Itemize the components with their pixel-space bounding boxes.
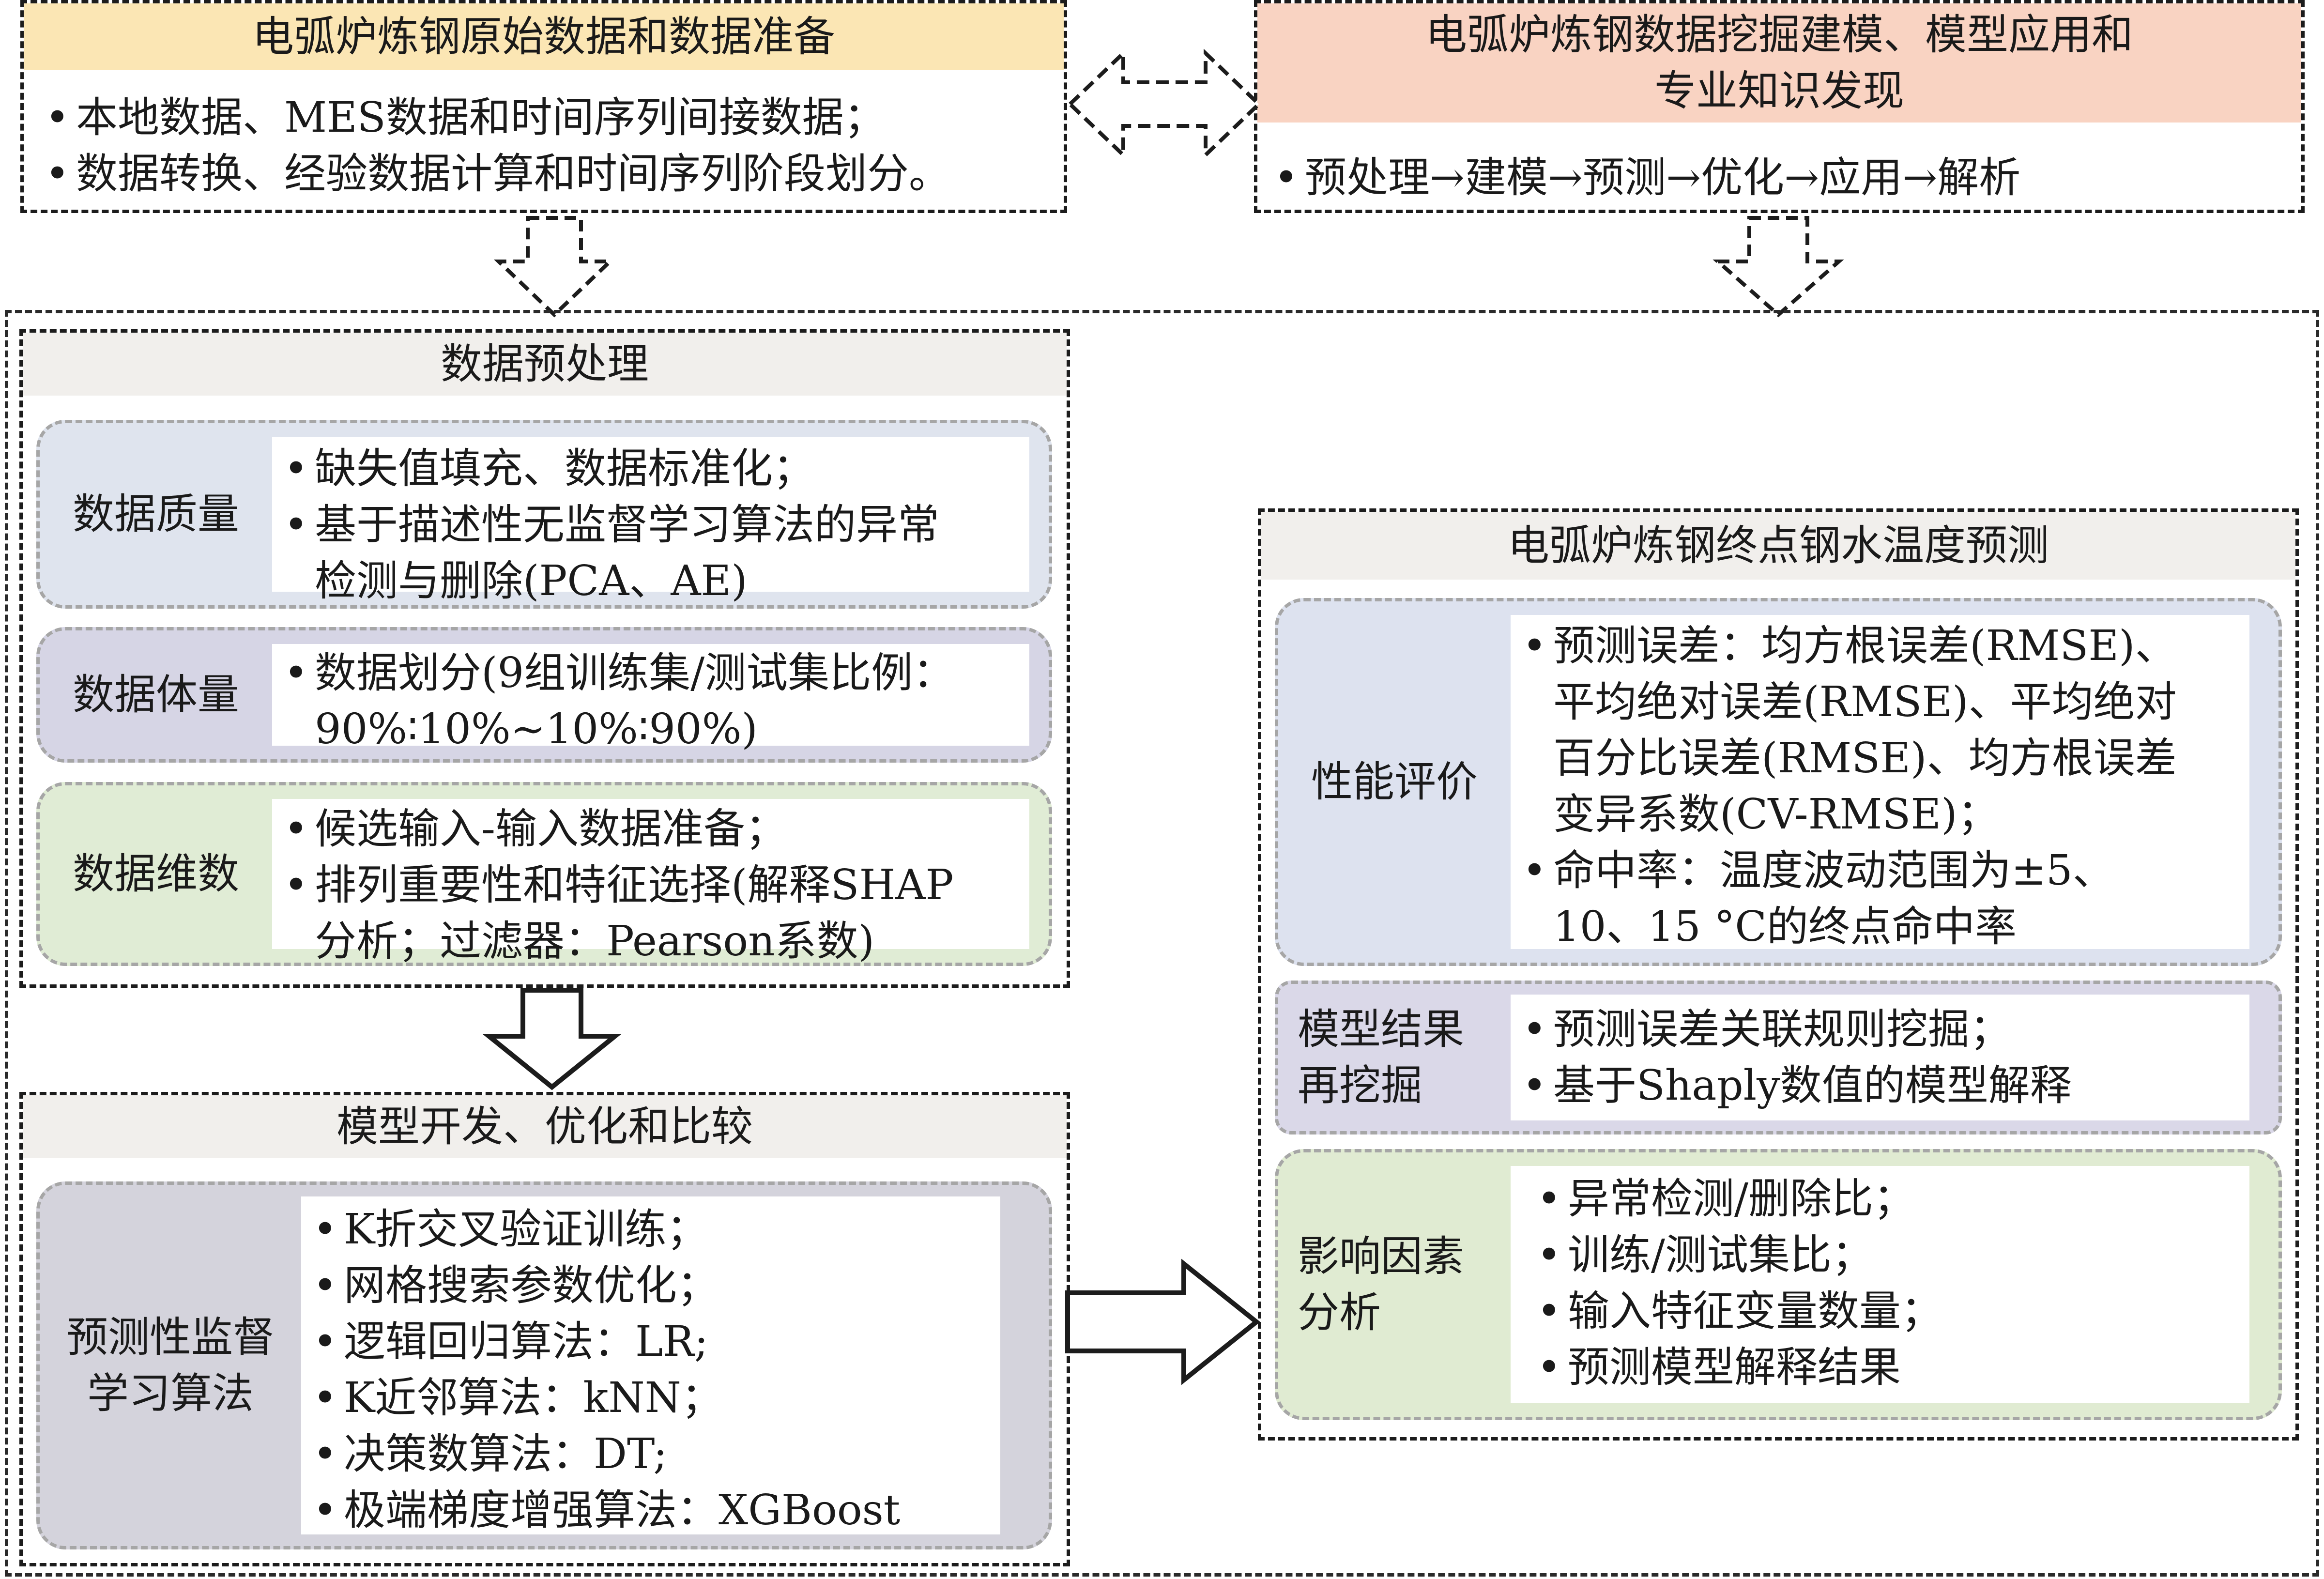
list-item: 排列重要性和特征选择(解释SHAP 分析；过滤器：Pearson系数) bbox=[272, 857, 1029, 963]
data-volume-content: 数据划分(9组训练集/测试集比例： 90%∶10%~10%∶90%) bbox=[272, 644, 1029, 753]
algorithm-content: K折交叉验证训练； 网格搜索参数优化； 逻辑回归算法：LR; K近邻算法：kNN… bbox=[301, 1196, 1000, 1538]
list-item: 网格搜索参数优化； bbox=[301, 1257, 1000, 1314]
factors-label: 影响因素 分析 bbox=[1298, 1232, 1464, 1337]
data-dimension-content: 候选输入-输入数据准备； 排列重要性和特征选择(解释SHAP 分析；过滤器：Pe… bbox=[272, 799, 1029, 963]
prediction-title: 电弧炉炼钢终点钢水温度预测 bbox=[1508, 521, 2049, 570]
raw-data-title: 电弧炉炼钢原始数据和数据准备 bbox=[252, 13, 835, 61]
preprocessing-title-band: 数据预处理 bbox=[23, 333, 1067, 396]
raw-data-title-band: 电弧炉炼钢原始数据和数据准备 bbox=[24, 3, 1064, 70]
performance-label: 性能评价 bbox=[1311, 758, 1478, 806]
model-dev-title: 模型开发、优化和比较 bbox=[336, 1103, 753, 1151]
model-dev-title-band: 模型开发、优化和比较 bbox=[23, 1095, 1067, 1158]
performance-content: 预测误差：均方根误差(RMSE)、 平均绝对误差(RMSE)、平均绝对 百分比误… bbox=[1511, 615, 2249, 951]
list-item: 数据划分(9组训练集/测试集比例： 90%∶10%~10%∶90%) bbox=[272, 645, 1029, 757]
model-dev-panel: 模型开发、优化和比较 预测性监督 学习算法 K折交叉验证训练； 网格搜索参数优化… bbox=[19, 1092, 1070, 1566]
mining-title-band: 电弧炉炼钢数据挖掘建模、模型应用和 专业知识发现 bbox=[1257, 3, 2301, 123]
mining-title-line2: 专业知识发现 bbox=[1654, 67, 1904, 115]
double-arrow-icon bbox=[1067, 48, 1262, 160]
list-item: 候选输入-输入数据准备； bbox=[272, 801, 1029, 857]
list-item: 本地数据、MES数据和时间序列间接数据； bbox=[33, 90, 950, 146]
list-item: 预测模型解释结果 bbox=[1525, 1339, 2249, 1395]
factors-content: 异常检测/删除比； 训练/测试集比； 输入特征变量数量； 预测模型解释结果 bbox=[1511, 1166, 2249, 1403]
list-item: 输入特征变量数量； bbox=[1525, 1283, 2249, 1339]
data-quality-label: 数据质量 bbox=[73, 490, 239, 538]
workflow-frame bbox=[5, 310, 2319, 1577]
raw-data-list: 本地数据、MES数据和时间序列间接数据； 数据转换、经验数据计算和时间序列阶段划… bbox=[33, 90, 950, 202]
data-quality-card: 数据质量 缺失值填充、数据标准化； 基于描述性无监督学习算法的异常 检测与删除(… bbox=[36, 420, 1052, 609]
list-item: 决策数算法：DT; bbox=[301, 1426, 1000, 1482]
list-item: 缺失值填充、数据标准化； bbox=[272, 441, 1029, 497]
remining-label: 模型结果 再挖掘 bbox=[1298, 1005, 1464, 1110]
list-item: 预处理→建模→预测→优化→应用→解析 bbox=[1262, 150, 2020, 206]
data-dimension-card: 数据维数 候选输入-输入数据准备； 排列重要性和特征选择(解释SHAP 分析；过… bbox=[36, 782, 1052, 966]
list-item: 命中率：温度波动范围为±5、 10、15 °C的终点命中率 bbox=[1511, 843, 2249, 955]
list-item: K近邻算法：kNN； bbox=[301, 1370, 1000, 1426]
list-item: 基于描述性无监督学习算法的异常 检测与删除(PCA、AE) bbox=[272, 497, 1029, 605]
remining-card: 模型结果 再挖掘 预测误差关联规则挖掘； 基于Shaply数值的模型解释 bbox=[1275, 981, 2282, 1134]
list-item: 极端梯度增强算法：XGBoost bbox=[301, 1482, 1000, 1538]
remining-content: 预测误差关联规则挖掘； 基于Shaply数值的模型解释 bbox=[1511, 995, 2249, 1120]
mining-box: 电弧炉炼钢数据挖掘建模、模型应用和 专业知识发现 预处理→建模→预测→优化→应用… bbox=[1254, 0, 2305, 213]
data-dimension-label: 数据维数 bbox=[73, 850, 239, 898]
prediction-panel: 电弧炉炼钢终点钢水温度预测 性能评价 预测误差：均方根误差(RMSE)、 平均绝… bbox=[1258, 508, 2299, 1441]
factors-card: 影响因素 分析 异常检测/删除比； 训练/测试集比； 输入特征变量数量； 预测模… bbox=[1275, 1149, 2282, 1420]
mining-list: 预处理→建模→预测→优化→应用→解析 bbox=[1262, 150, 2020, 206]
down-arrow-icon bbox=[482, 988, 622, 1090]
algorithm-label: 预测性监督 学习算法 bbox=[66, 1313, 275, 1418]
list-item: 训练/测试集比； bbox=[1525, 1227, 2249, 1283]
list-item: 预测误差：均方根误差(RMSE)、 平均绝对误差(RMSE)、平均绝对 百分比误… bbox=[1511, 618, 2249, 843]
list-item: 逻辑回归算法：LR; bbox=[301, 1314, 1000, 1370]
data-quality-content: 缺失值填充、数据标准化； 基于描述性无监督学习算法的异常 检测与删除(PCA、A… bbox=[272, 437, 1029, 605]
data-volume-card: 数据体量 数据划分(9组训练集/测试集比例： 90%∶10%~10%∶90%) bbox=[36, 627, 1052, 763]
preprocessing-title: 数据预处理 bbox=[441, 340, 649, 388]
list-item: 异常检测/删除比； bbox=[1525, 1171, 2249, 1227]
list-item: 基于Shaply数值的模型解释 bbox=[1511, 1058, 2249, 1114]
performance-card: 性能评价 预测误差：均方根误差(RMSE)、 平均绝对误差(RMSE)、平均绝对… bbox=[1275, 598, 2282, 966]
data-volume-label: 数据体量 bbox=[73, 671, 239, 719]
mining-title-line1: 电弧炉炼钢数据挖掘建模、模型应用和 bbox=[1425, 11, 2133, 59]
down-arrow-icon bbox=[494, 216, 615, 318]
preprocessing-panel: 数据预处理 数据质量 缺失值填充、数据标准化； 基于描述性无监督学习算法的异常 … bbox=[19, 329, 1070, 988]
raw-data-box: 电弧炉炼钢原始数据和数据准备 本地数据、MES数据和时间序列间接数据； 数据转换… bbox=[20, 0, 1067, 213]
right-arrow-icon bbox=[1065, 1258, 1261, 1385]
list-item: 数据转换、经验数据计算和时间序列阶段划分。 bbox=[33, 146, 950, 202]
list-item: K折交叉验证训练； bbox=[301, 1201, 1000, 1257]
list-item: 预测误差关联规则挖掘； bbox=[1511, 1001, 2249, 1058]
algorithm-card: 预测性监督 学习算法 K折交叉验证训练； 网格搜索参数优化； 逻辑回归算法：LR… bbox=[36, 1181, 1052, 1549]
prediction-title-band: 电弧炉炼钢终点钢水温度预测 bbox=[1261, 512, 2295, 580]
down-arrow-icon bbox=[1712, 216, 1844, 318]
